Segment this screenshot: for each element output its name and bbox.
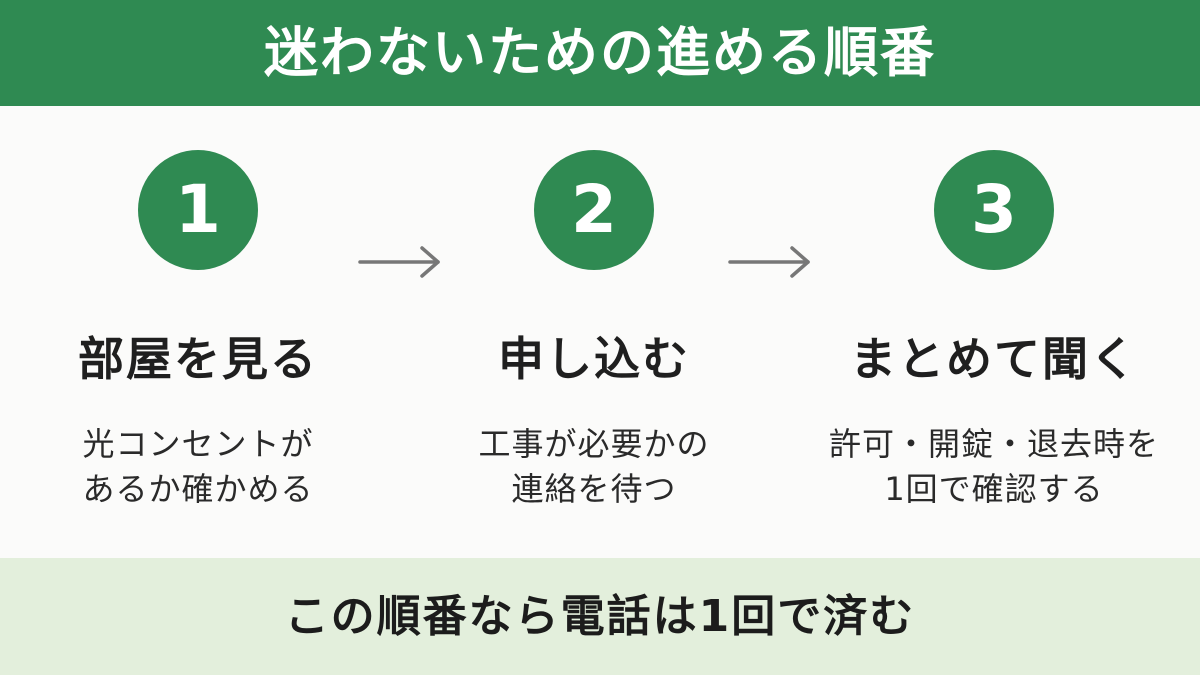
step-2: 2 申し込む 工事が必要かの 連絡を待つ (414, 150, 774, 513)
step-description-line: 許可・開錠・退去時を (828, 425, 1159, 463)
step-number-badge: 2 (534, 150, 654, 270)
step-number-badge: 1 (138, 150, 258, 270)
step-number: 2 (571, 171, 617, 248)
steps-flow: 1 部屋を見る 光コンセントが あるか確かめる 2 申し込む 工事が必要かの 連… (0, 106, 1200, 558)
arrow-right-icon (358, 246, 440, 278)
step-description-line: 連絡を待つ (511, 470, 677, 509)
step-title: 申し込む (498, 332, 690, 386)
arrow-right-icon (728, 246, 810, 278)
step-number: 3 (971, 171, 1017, 248)
step-title: まとめて聞く (850, 332, 1138, 386)
page-title: 迷わないための進める順番 (264, 21, 936, 84)
footer-banner: この順番なら電話は1回で済む (0, 558, 1200, 675)
footer-summary: この順番なら電話は1回で済む (284, 590, 916, 642)
header-banner: 迷わないための進める順番 (0, 0, 1200, 106)
step-number: 1 (175, 171, 221, 248)
step-description-line: 光コンセントが (82, 425, 314, 463)
step-3: 3 まとめて聞く 許可・開錠・退去時を 1回で確認する (814, 150, 1174, 513)
step-description-line: あるか確かめる (82, 470, 314, 509)
step-description-line: 工事が必要かの (478, 425, 710, 463)
step-description: 光コンセントが あるか確かめる (18, 422, 378, 513)
step-description: 許可・開錠・退去時を 1回で確認する (814, 422, 1174, 513)
step-title: 部屋を見る (78, 332, 318, 386)
step-number-badge: 3 (934, 150, 1054, 270)
step-1: 1 部屋を見る 光コンセントが あるか確かめる (18, 150, 378, 513)
step-description-line: 1回で確認する (884, 470, 1104, 509)
step-description: 工事が必要かの 連絡を待つ (414, 422, 774, 513)
